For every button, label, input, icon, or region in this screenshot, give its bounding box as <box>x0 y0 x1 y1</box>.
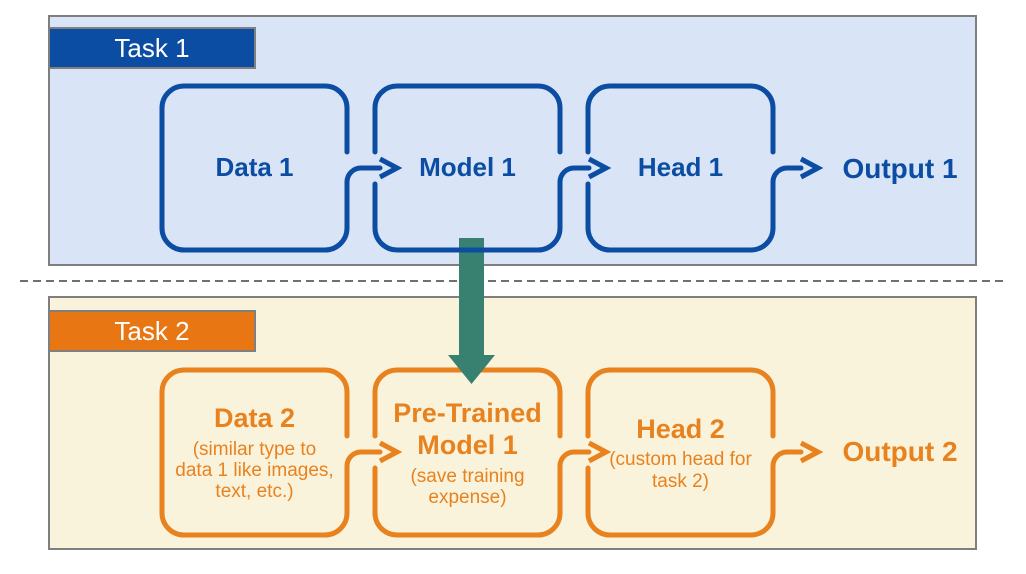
pretrained-model1-box: Pre-Trained Model 1 (save training expen… <box>375 370 560 535</box>
pretrained-model1-subtitle: (save training expense) <box>410 465 525 508</box>
task2-label: Task 2 <box>114 315 190 346</box>
task2-output-label: Output 2 <box>842 436 958 467</box>
task2-label-chip: Task 2 <box>48 310 256 352</box>
task1-label-chip: Task 1 <box>48 27 256 69</box>
data2-box: Data 2 (similar type to data 1 like imag… <box>162 370 347 535</box>
head2-box: Head 2 (custom head for task 2) <box>588 370 773 535</box>
head1-title: Head 1 <box>637 152 724 183</box>
head1-box: Head 1 <box>588 86 773 250</box>
model1-title: Model 1 <box>419 152 516 183</box>
head2-title: Head 2 <box>636 414 725 445</box>
task1-label: Task 1 <box>114 32 190 63</box>
data1-box: Data 1 <box>162 86 347 250</box>
pretrained-model1-title: Pre-Trained Model 1 <box>393 397 542 461</box>
head2-subtitle: (custom head for task 2) <box>609 449 752 492</box>
data2-subtitle: (similar type to data 1 like images, tex… <box>175 438 334 503</box>
data1-title: Data 1 <box>215 152 294 183</box>
task1-output-label: Output 1 <box>842 153 958 184</box>
model1-box: Model 1 <box>375 86 560 250</box>
data2-title: Data 2 <box>213 403 296 434</box>
